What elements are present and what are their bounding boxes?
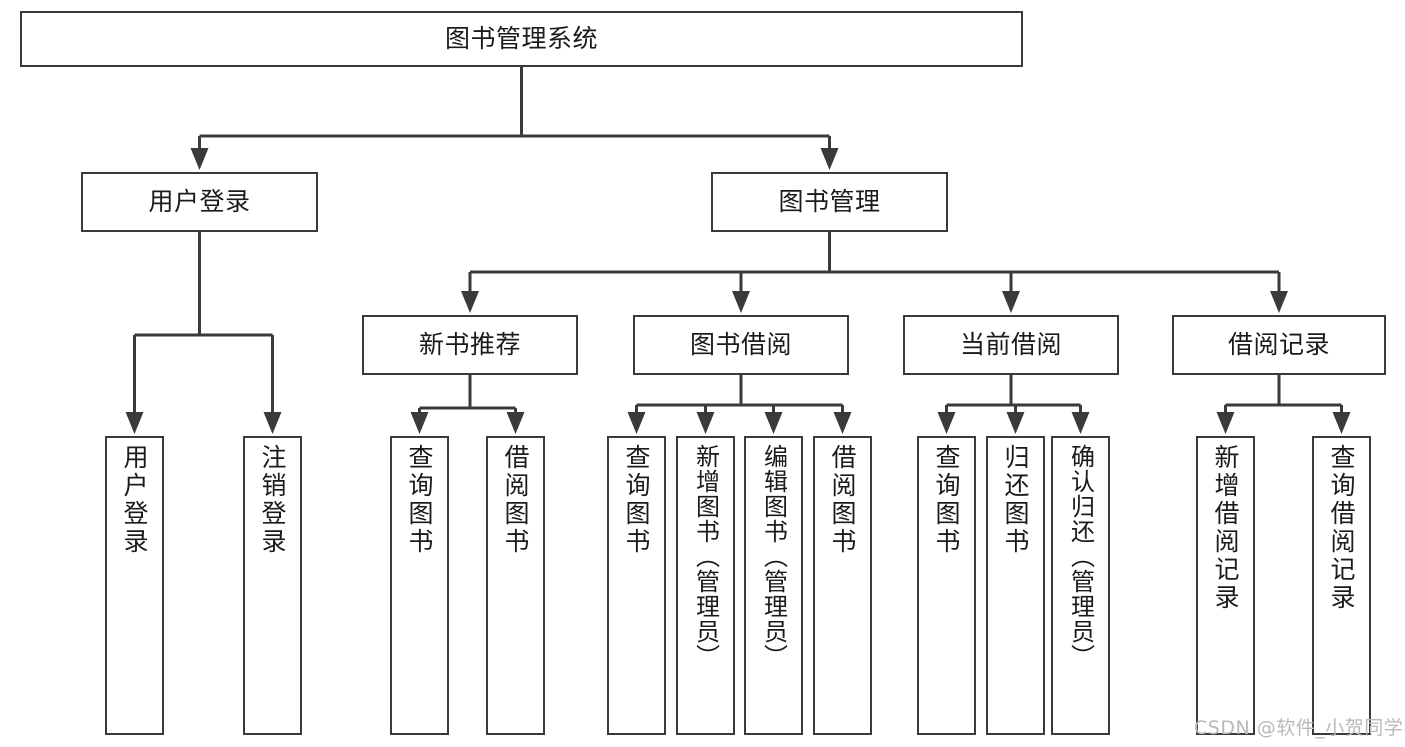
node-leaf-cur-return[interactable]: 归还图书 bbox=[986, 436, 1045, 735]
arrowhead bbox=[1006, 412, 1025, 434]
node-label: 新增图书（管理员） bbox=[691, 444, 720, 669]
node-label: 图书借阅 bbox=[689, 330, 792, 360]
node-leaf-cur-query[interactable]: 查询图书 bbox=[917, 436, 976, 735]
arrowhead bbox=[627, 412, 646, 434]
node-label: 查询图书 bbox=[622, 444, 651, 556]
arrowhead bbox=[732, 291, 750, 313]
node-label: 图书管理 bbox=[778, 187, 881, 217]
node-leaf-cur-confirm[interactable]: 确认归还（管理员） bbox=[1051, 436, 1110, 735]
arrowhead bbox=[410, 412, 429, 434]
node-label: 借阅记录 bbox=[1227, 330, 1330, 360]
node-label: 注销登录 bbox=[258, 444, 287, 556]
node-root[interactable]: 图书管理系统 bbox=[20, 11, 1023, 67]
node-bookmgmt[interactable]: 图书管理 bbox=[711, 172, 948, 232]
node-label: 查询图书 bbox=[405, 444, 434, 556]
arrowhead bbox=[833, 412, 852, 434]
arrowhead bbox=[1002, 291, 1020, 313]
node-leaf-borrow-query[interactable]: 查询图书 bbox=[607, 436, 666, 735]
node-leaf-borrow-lend[interactable]: 借阅图书 bbox=[813, 436, 872, 735]
arrowhead bbox=[263, 412, 282, 434]
node-current[interactable]: 当前借阅 bbox=[903, 315, 1119, 375]
arrowhead bbox=[461, 291, 479, 313]
node-leaf-rec-add[interactable]: 新增借阅记录 bbox=[1196, 436, 1255, 735]
node-label: 确认归还（管理员） bbox=[1066, 444, 1095, 669]
node-leaf-rec-query[interactable]: 查询借阅记录 bbox=[1312, 436, 1371, 735]
arrowhead bbox=[190, 148, 209, 170]
node-label: 借阅图书 bbox=[828, 444, 857, 556]
arrowhead bbox=[764, 412, 783, 434]
node-label: 编辑图书（管理员） bbox=[759, 444, 788, 669]
node-label: 查询借阅记录 bbox=[1327, 444, 1356, 612]
node-label: 用户登录 bbox=[148, 187, 251, 217]
node-label: 借阅图书 bbox=[501, 444, 530, 556]
arrowhead bbox=[1216, 412, 1235, 434]
arrowhead bbox=[1332, 412, 1351, 434]
node-leaf-new-borrow[interactable]: 借阅图书 bbox=[486, 436, 545, 735]
arrowhead bbox=[696, 412, 715, 434]
node-borrow[interactable]: 图书借阅 bbox=[633, 315, 849, 375]
node-leaf-borrow-add[interactable]: 新增图书（管理员） bbox=[676, 436, 735, 735]
node-leaf-user-logout[interactable]: 注销登录 bbox=[243, 436, 302, 735]
arrowhead bbox=[125, 412, 144, 434]
node-leaf-user-login[interactable]: 用户登录 bbox=[105, 436, 164, 735]
node-label: 查询图书 bbox=[932, 444, 961, 556]
node-leaf-new-query[interactable]: 查询图书 bbox=[390, 436, 449, 735]
node-label: 新书推荐 bbox=[418, 330, 521, 360]
csdn-watermark: CSDN @软件_小贺同学 bbox=[1194, 717, 1404, 739]
node-label: 归还图书 bbox=[1001, 444, 1030, 556]
node-newbook[interactable]: 新书推荐 bbox=[362, 315, 578, 375]
node-leaf-borrow-edit[interactable]: 编辑图书（管理员） bbox=[744, 436, 803, 735]
arrowhead bbox=[1270, 291, 1288, 313]
node-label: 当前借阅 bbox=[959, 330, 1062, 360]
node-records[interactable]: 借阅记录 bbox=[1172, 315, 1386, 375]
arrowhead bbox=[506, 412, 525, 434]
arrowhead bbox=[820, 148, 839, 170]
arrowhead bbox=[937, 412, 956, 434]
node-label: 用户登录 bbox=[120, 444, 149, 556]
node-label: 图书管理系统 bbox=[444, 24, 598, 54]
node-login[interactable]: 用户登录 bbox=[81, 172, 318, 232]
arrowhead bbox=[1071, 412, 1090, 434]
node-label: 新增借阅记录 bbox=[1211, 444, 1240, 612]
